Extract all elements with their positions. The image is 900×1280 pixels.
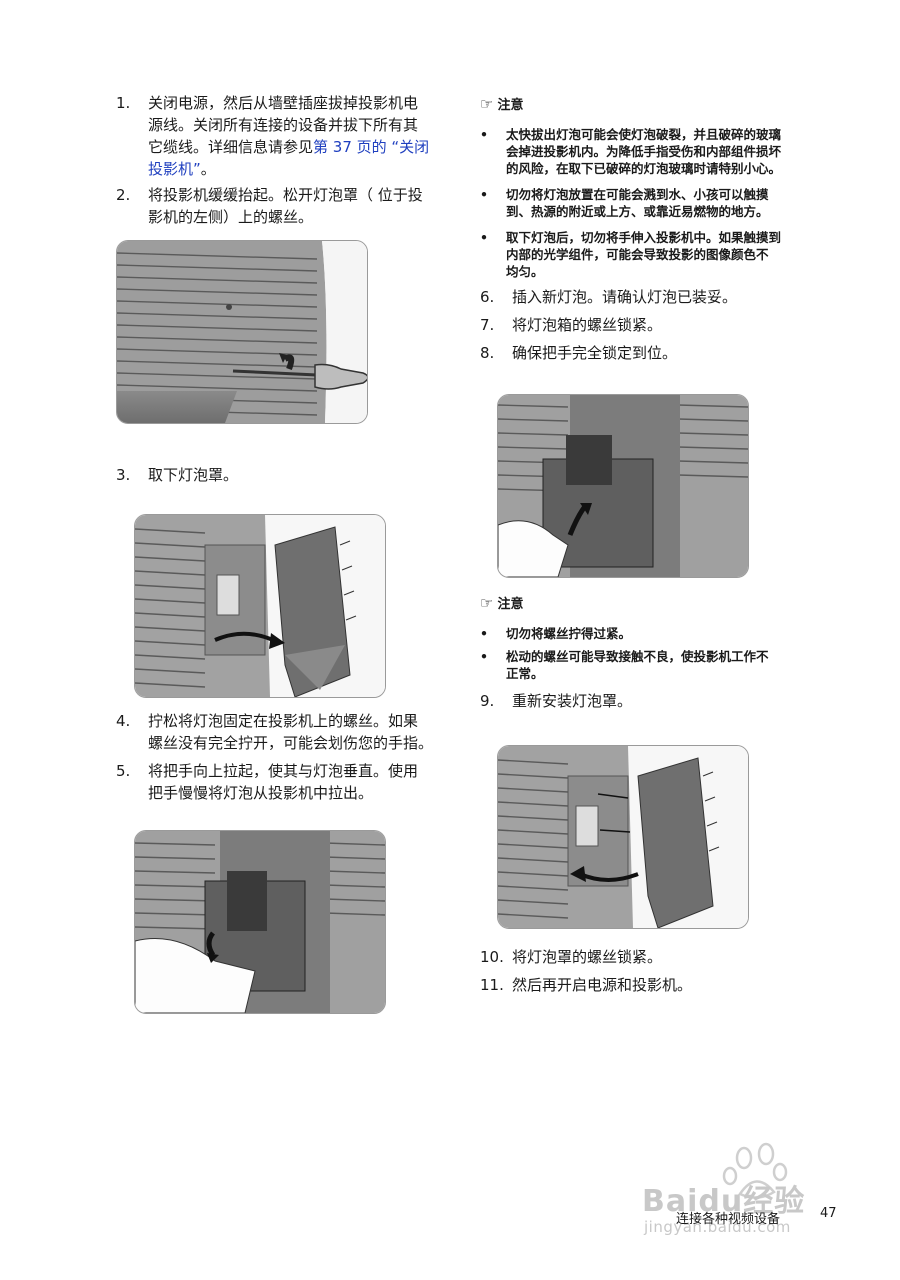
baidu-watermark: Baidu经验 jingyan.baidu.com [640,1142,860,1242]
paw-logo-icon [722,1142,788,1199]
step-number: 10. [480,948,504,966]
step-text-line: 确保把手完全锁定到位。 [512,344,678,362]
step-number: 4. [116,712,131,730]
note-bullet: • 切勿将螺丝拧得过紧。 [480,626,632,641]
step-text-line: 然后再开启电源和投影机。 [512,976,693,994]
note-bullet: • 松动的螺丝可能导致接触不良，使投影机工作不 正常。 [480,649,769,681]
pointing-hand-icon: ☞ [480,95,494,113]
page-link[interactable]: 投影机” [148,160,201,178]
page-number: 47 [820,1206,837,1221]
step-number: 7. [480,316,495,334]
bullet-dot: • [480,127,488,142]
step-number: 8. [480,344,495,362]
step-text-line: 插入新灯泡。请确认灯泡已装妥。 [512,288,738,306]
bullet-dot: • [480,649,488,664]
step-number: 3. [116,466,131,484]
step-text-line: 重新安装灯泡罩。 [512,692,633,710]
step-text-line: 将灯泡箱的螺丝锁紧。 [512,316,663,334]
step-9: 9. 重新安装灯泡罩。 [480,690,840,712]
step-4: 4. 拧松将灯泡固定在投影机上的螺丝。如果 螺丝没有完全拧开，可能会划伤您的手指… [116,710,476,754]
step-number: 1. [116,94,131,112]
step-number: 5. [116,762,131,780]
pointing-hand-icon: ☞ [480,594,494,612]
note-bullet: • 切勿将灯泡放置在可能会溅到水、小孩可以触摸 到、热源的附近或上方、或靠近易燃… [480,187,769,219]
step-1: 1. 关闭电源，然后从墙壁插座拔掉投影机电 源线。关闭所有连接的设备并拔下所有其… [116,92,476,180]
step-7: 7. 将灯泡箱的螺丝锁紧。 [480,314,840,336]
step-text-line: 将投影机缓缓抬起。松开灯泡罩（ 位于投 [148,186,423,204]
note-bullet: • 取下灯泡后，切勿将手伸入投影机中。如果触摸到 内部的光学组件，可能会导致投影… [480,230,782,279]
step-text-line: 将灯泡罩的螺丝锁紧。 [512,948,663,966]
step-5: 5. 将把手向上拉起，使其与灯泡垂直。使用 把手慢慢将灯泡从投影机中拉出。 [116,760,476,804]
illustration-remove-lamp-cover [134,514,386,698]
illustration-unscrew-lamp-cover [116,240,368,424]
bullet-dot: • [480,187,488,202]
step-8: 8. 确保把手完全锁定到位。 [480,342,840,364]
step-number: 9. [480,692,495,710]
note-title: ☞注意 [480,95,524,113]
page-link[interactable]: 第 37 页的 “关闭 [313,138,430,156]
step-text-line: 源线。关闭所有连接的设备并拔下所有其 [148,116,419,134]
bullet-dot: • [480,230,488,245]
footer-section-title: 连接各种视频设备 [676,1212,781,1227]
step-number: 11. [480,976,504,994]
step-text-line: 把手慢慢将灯泡从投影机中拉出。 [148,784,374,802]
step-text-line: 拧松将灯泡固定在投影机上的螺丝。如果 [148,712,419,730]
step-text-line: 螺丝没有完全拧开，可能会划伤您的手指。 [148,734,434,752]
watermark-url: jingyan.baidu.com [644,1218,791,1236]
step-2: 2. 将投影机缓缓抬起。松开灯泡罩（ 位于投 影机的左侧）上的螺丝。 [116,184,476,228]
step-number: 2. [116,186,131,204]
note-title: ☞注意 [480,594,524,612]
step-number: 6. [480,288,495,306]
bullet-dot: • [480,626,488,641]
step-text-line: 将把手向上拉起，使其与灯泡垂直。使用 [148,762,419,780]
step-text-line: 关闭电源，然后从墙壁插座拔掉投影机电 [148,94,419,112]
illustration-reinstall-lamp-cover [497,745,749,929]
illustration-pull-lamp-out [134,830,386,1014]
step-text-line: 投影机”。 [148,160,216,178]
step-3: 3. 取下灯泡罩。 [116,464,476,486]
step-text-line: 取下灯泡罩。 [148,466,239,484]
step-text-line: 它缆线。详细信息请参见第 37 页的 “关闭 [148,138,430,156]
step-text-line: 影机的左侧）上的螺丝。 [148,208,314,226]
watermark-brand: Baidu经验 [642,1184,806,1219]
step-10: 10. 将灯泡罩的螺丝锁紧。 [480,946,840,968]
illustration-insert-new-lamp [497,394,749,578]
step-11: 11. 然后再开启电源和投影机。 [480,974,840,996]
step-6: 6. 插入新灯泡。请确认灯泡已装妥。 [480,286,840,308]
note-bullet: • 太快拔出灯泡可能会使灯泡破裂，并且破碎的玻璃 会掉进投影机内。为降低手指受伤… [480,127,782,176]
